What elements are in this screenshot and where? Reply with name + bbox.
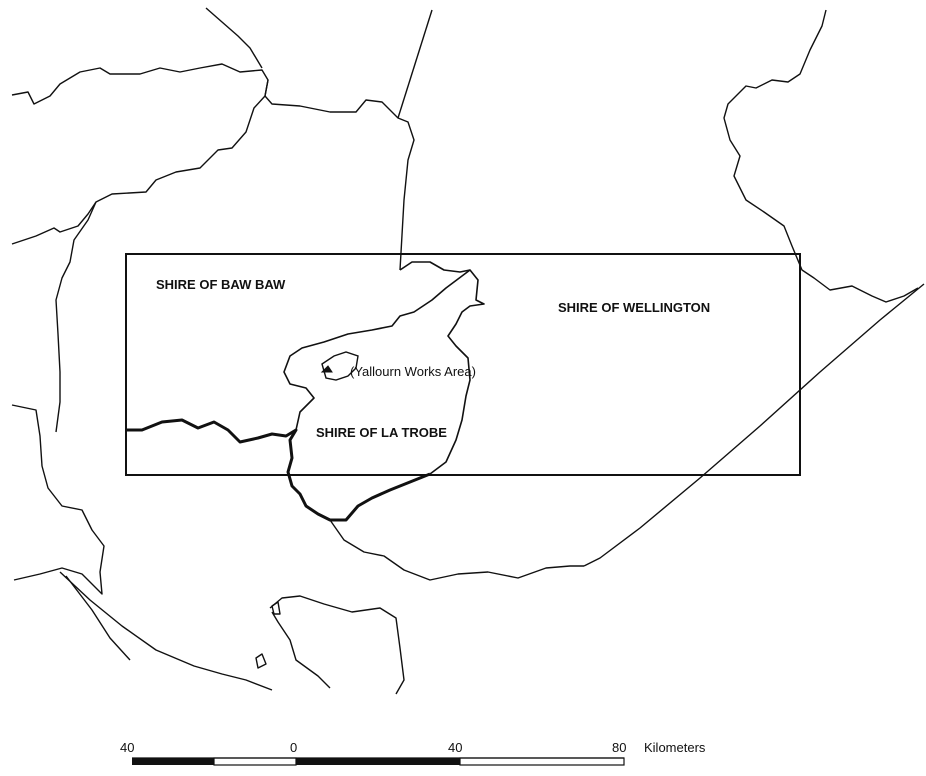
latrobe-north-boundary [283,269,485,475]
southwest-coastline-inner [65,575,131,661]
scale-tick-0: 0 [290,740,297,755]
study-area-frame [125,253,801,476]
coast-diagonal [583,283,925,567]
scale-segment-3 [296,758,460,765]
south-peninsula-boundary [269,595,405,695]
yallourn-works-area-outline [321,351,359,381]
latrobe-boundary [126,261,485,522]
scale-segment-1 [132,758,214,765]
scale-tick-40-left: 40 [120,740,134,755]
island-2 [271,601,281,615]
island-1 [255,653,267,669]
south-peninsula-inner [271,611,331,689]
label-shire-of-wellington: SHIRE OF WELLINGTON [558,300,710,315]
south-coast-boundary [329,519,584,581]
southwest-coastline [59,571,273,691]
scale-unit-label: Kilometers [644,740,706,755]
scale-tick-80: 80 [612,740,626,755]
scale-segment-2 [213,757,297,766]
west-inner-boundary [11,79,269,245]
latrobe-notch [399,261,471,273]
west-inner-spur [55,201,97,433]
scale-segment-4 [459,757,625,766]
latrobe-south-boundary [126,418,431,522]
scale-bar: 40 0 40 80 Kilometers [120,740,706,766]
yallourn-marker [320,365,333,373]
boundary-lines [11,7,925,695]
northeast-boundary [723,9,919,303]
northwest-boundary [11,63,415,271]
west-edge-boundary [11,404,105,595]
label-shire-of-baw-baw: SHIRE OF BAW BAW [156,277,286,292]
north-diagonal-boundary [205,7,263,69]
north-thin-line [397,9,433,119]
scale-tick-40-right: 40 [448,740,462,755]
label-shire-of-la-trobe: SHIRE OF LA TROBE [316,425,447,440]
label-yallourn-works-area: (Yallourn Works Area) [350,364,476,379]
